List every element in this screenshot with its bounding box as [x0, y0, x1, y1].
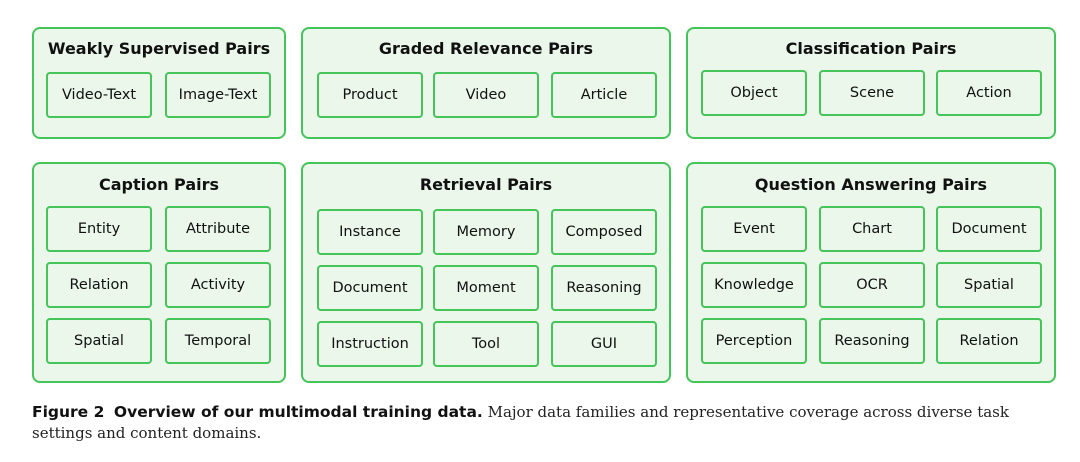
item-memory: Memory: [433, 209, 539, 255]
classification-title: Classification Pairs: [785, 39, 957, 58]
item-relation: Relation: [46, 262, 152, 308]
item-knowledge: Knowledge: [701, 262, 807, 308]
item-perception: Perception: [701, 318, 807, 364]
figure-label: Figure 2: [32, 403, 105, 421]
figure-title: Overview of our multimodal training data…: [113, 403, 483, 421]
item-attribute: Attribute: [165, 206, 271, 252]
item-document: Document: [317, 265, 423, 311]
qa-panel: Question Answering Pairs Event Chart Doc…: [686, 162, 1056, 383]
graded-relevance-title: Graded Relevance Pairs: [378, 39, 594, 58]
classification-panel: Classification Pairs Object Scene Action: [686, 27, 1056, 139]
item-spatial: Spatial: [46, 318, 152, 364]
item-article: Article: [551, 72, 657, 118]
item-tool: Tool: [433, 321, 539, 367]
item-scene: Scene: [819, 70, 925, 116]
weakly-supervised-panel: Weakly Supervised Pairs Video-Text Image…: [32, 27, 286, 139]
item-entity: Entity: [46, 206, 152, 252]
item-moment: Moment: [433, 265, 539, 311]
retrieval-title: Retrieval Pairs: [419, 175, 553, 194]
item-temporal: Temporal: [165, 318, 271, 364]
item-object: Object: [701, 70, 807, 116]
item-document: Document: [936, 206, 1042, 252]
item-reasoning: Reasoning: [819, 318, 925, 364]
qa-title: Question Answering Pairs: [754, 175, 988, 194]
retrieval-panel: Retrieval Pairs Instance Memory Composed…: [301, 162, 671, 383]
caption-pairs-title: Caption Pairs: [98, 175, 220, 194]
item-action: Action: [936, 70, 1042, 116]
item-relation: Relation: [936, 318, 1042, 364]
item-ocr: OCR: [819, 262, 925, 308]
item-activity: Activity: [165, 262, 271, 308]
item-image-text: Image-Text: [165, 72, 271, 118]
item-spatial: Spatial: [936, 262, 1042, 308]
item-instruction: Instruction: [317, 321, 423, 367]
figure-caption-text: Major data families and representative c…: [32, 403, 1009, 442]
item-product: Product: [317, 72, 423, 118]
item-video-text: Video-Text: [46, 72, 152, 118]
item-video: Video: [433, 72, 539, 118]
caption-pairs-panel: Caption Pairs Entity Attribute Relation …: [32, 162, 286, 383]
item-chart: Chart: [819, 206, 925, 252]
item-event: Event: [701, 206, 807, 252]
graded-relevance-panel: Graded Relevance Pairs Product Video Art…: [301, 27, 671, 139]
figure-caption: Figure 2 Overview of our multimodal trai…: [32, 402, 1052, 444]
item-composed: Composed: [551, 209, 657, 255]
item-reasoning: Reasoning: [551, 265, 657, 311]
item-gui: GUI: [551, 321, 657, 367]
weakly-supervised-title: Weakly Supervised Pairs: [47, 39, 271, 58]
item-instance: Instance: [317, 209, 423, 255]
